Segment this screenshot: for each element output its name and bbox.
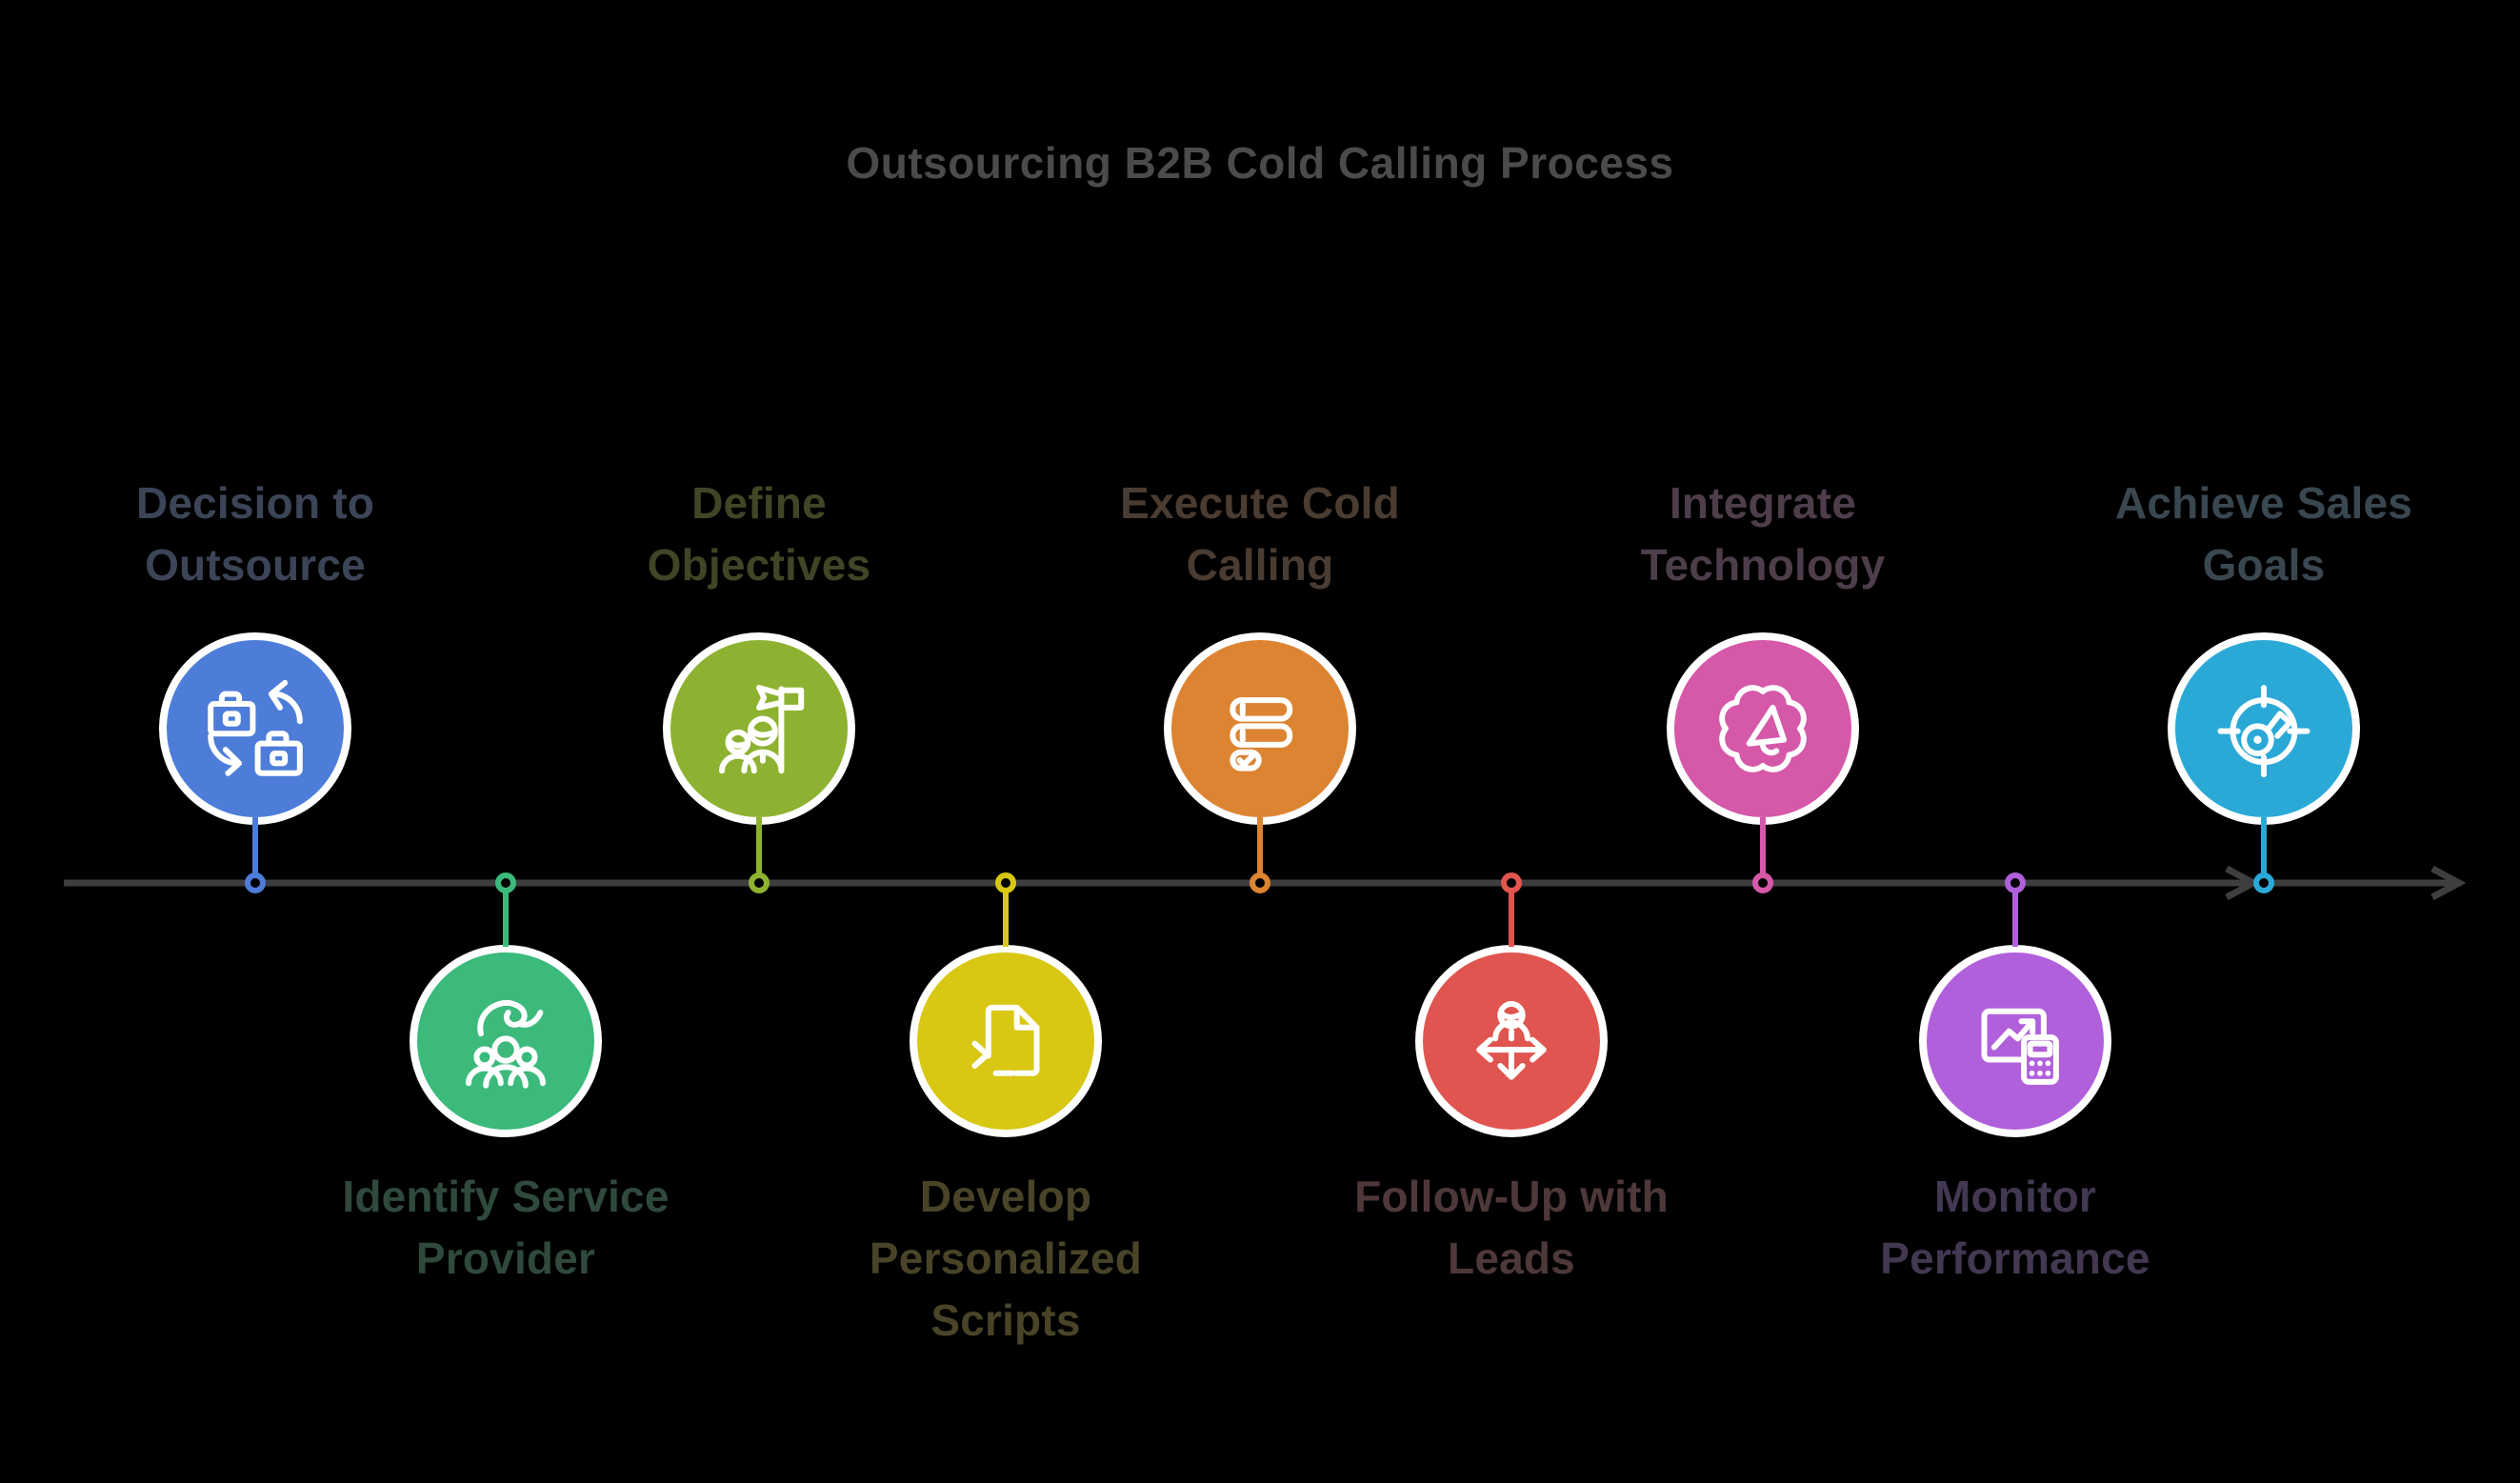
step-label-line: Define	[691, 478, 827, 528]
step-label-line: Personalized	[869, 1233, 1143, 1283]
step-label-line: Provider	[415, 1233, 596, 1283]
step-label: Develop Personalized Scripts	[787, 1166, 1225, 1352]
step-label-line: Performance	[1880, 1233, 2150, 1283]
step-label: Decision to Outsource	[36, 472, 474, 596]
step-label-line: Achieve Sales	[2114, 478, 2413, 528]
step-label-line: Integrate	[1669, 478, 1857, 528]
step-label: Identify Service Provider	[287, 1166, 725, 1290]
step-label: Integrate Technology	[1544, 472, 1982, 596]
step-dot	[2253, 872, 2274, 893]
page-title: Outsourcing B2B Cold Calling Process	[846, 138, 1674, 188]
step-connector	[2261, 817, 2267, 874]
step-label: Achieve Sales Goals	[2045, 472, 2483, 596]
step-label-line: Monitor	[1933, 1172, 2096, 1221]
gear-megaphone-icon	[1719, 685, 1807, 772]
step-connector	[1257, 817, 1263, 874]
step-label-line: Develop	[919, 1172, 1092, 1221]
step-label-line: Follow-Up with	[1354, 1172, 1669, 1221]
timeline-end-arrowhead-icon	[2430, 865, 2467, 901]
lead-routing-icon	[1476, 1001, 1547, 1080]
step-dot	[1752, 872, 1773, 893]
target-gauge-icon	[2217, 685, 2310, 778]
step-connector	[252, 817, 258, 874]
step-circle	[1919, 945, 2111, 1137]
step-connector	[1003, 892, 1009, 947]
briefcase-exchange-icon	[208, 679, 303, 776]
step-connector	[2012, 892, 2018, 947]
step-circle	[1667, 632, 1859, 825]
step-dot	[995, 872, 1016, 893]
step-label: Execute Cold Calling	[1041, 472, 1479, 596]
step-label-line: Objectives	[647, 540, 871, 590]
step-connector	[503, 892, 509, 947]
call-checklist-icon	[1230, 697, 1293, 772]
step-dot	[2005, 872, 2026, 893]
step-label-line: Execute Cold	[1120, 478, 1400, 528]
step-label: Define Objectives	[540, 472, 978, 596]
step-dot	[495, 872, 516, 893]
step-label-line: Outsource	[145, 540, 366, 590]
step-dot	[1250, 872, 1270, 893]
step-connector	[1760, 817, 1766, 874]
step-label-line: Technology	[1640, 540, 1886, 590]
step-label-line: Scripts	[930, 1295, 1081, 1345]
step-label-line: Identify Service	[342, 1172, 670, 1221]
hand-over-people-icon	[466, 999, 546, 1089]
step-label-line: Decision to	[135, 478, 375, 528]
chart-calculator-icon	[1981, 1008, 2059, 1085]
step-connector	[1509, 892, 1514, 947]
step-circle	[663, 632, 855, 825]
step-label: Monitor Performance	[1796, 1166, 2234, 1290]
script-document-icon	[971, 1004, 1040, 1076]
step-label-line: Goals	[2202, 540, 2326, 590]
step-circle	[2168, 632, 2360, 825]
step-circle	[159, 632, 351, 825]
step-circle	[1415, 945, 1608, 1137]
step-label: Follow-Up with Leads	[1292, 1166, 1730, 1290]
step-connector	[756, 817, 762, 874]
step-dot	[749, 872, 770, 893]
step-dot	[245, 872, 266, 893]
step-circle	[1164, 632, 1356, 825]
team-flag-icon	[719, 685, 805, 774]
step-label-line: Leads	[1448, 1233, 1575, 1283]
step-dot	[1501, 872, 1522, 893]
step-label-line: Calling	[1186, 540, 1334, 590]
step-circle	[910, 945, 1102, 1137]
step-circle	[410, 945, 602, 1137]
